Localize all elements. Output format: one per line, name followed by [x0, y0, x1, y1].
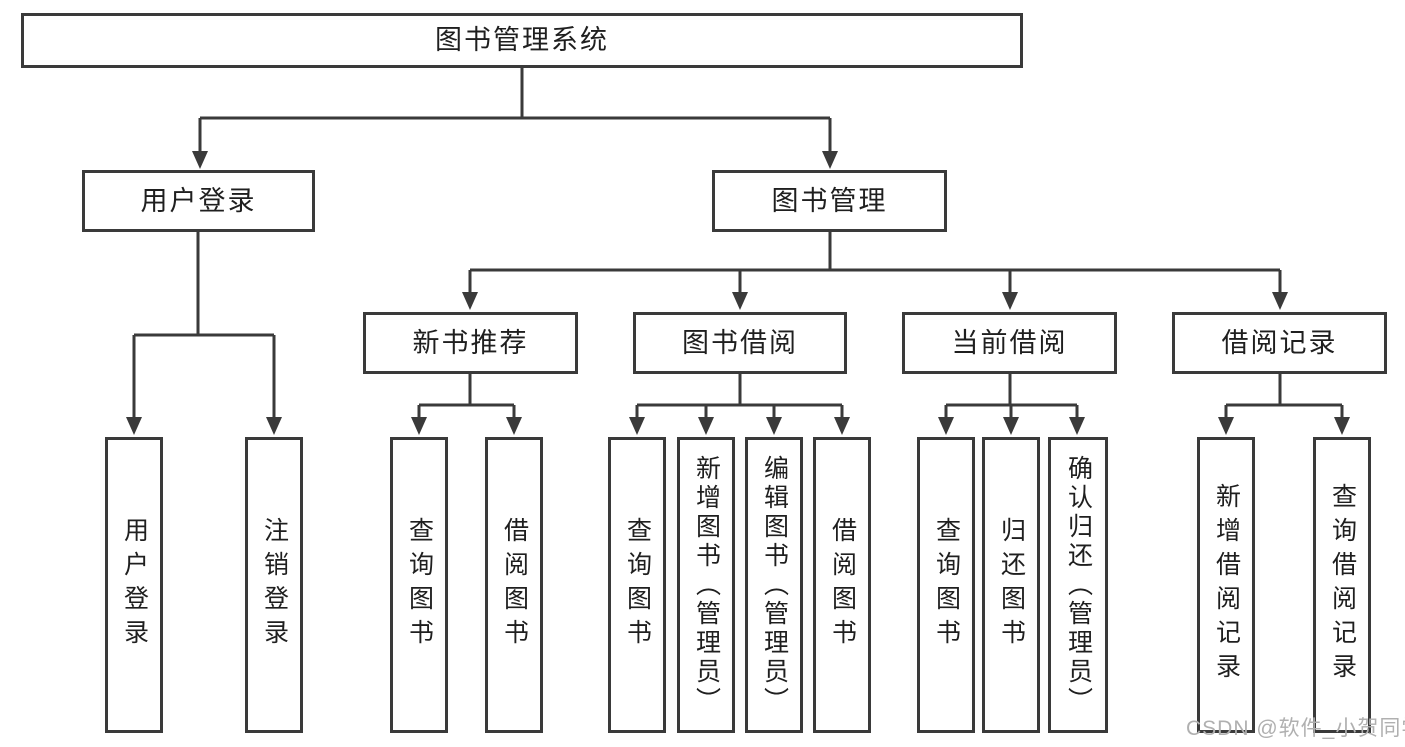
node-label: 新增图书（管理员） — [692, 454, 721, 716]
leaf-query-books-borrow: 查询图书 — [608, 437, 666, 733]
node-label: 查询图书 — [405, 517, 434, 653]
node-label: 查询图书 — [932, 517, 961, 653]
node-label: 图书管理系统 — [435, 25, 609, 55]
node-label: 新增借阅记录 — [1212, 483, 1241, 687]
leaf-borrow-books-recommend: 借阅图书 — [485, 437, 543, 733]
node-label: 用户登录 — [120, 517, 149, 653]
node-label: 图书管理 — [771, 185, 888, 216]
node-book-borrowing: 图书借阅 — [633, 312, 847, 374]
node-label: 借阅图书 — [500, 517, 529, 653]
csdn-watermark: CSDN @软件_小贺同学 — [1186, 717, 1405, 740]
leaf-logout: 注销登录 — [245, 437, 303, 733]
node-current-borrowing: 当前借阅 — [902, 312, 1117, 374]
node-label: 注销登录 — [260, 517, 289, 653]
leaf-add-borrow-record: 新增借阅记录 — [1197, 437, 1255, 733]
node-label: 用户登录 — [140, 185, 257, 216]
node-label: 当前借阅 — [951, 327, 1068, 358]
node-label: 确认归还（管理员） — [1064, 454, 1093, 716]
node-new-book-recommendation: 新书推荐 — [363, 312, 578, 374]
leaf-query-borrow-record: 查询借阅记录 — [1313, 437, 1371, 733]
node-borrowing-records: 借阅记录 — [1172, 312, 1387, 374]
leaf-edit-book-admin: 编辑图书（管理员） — [745, 437, 803, 733]
leaf-return-books: 归还图书 — [982, 437, 1040, 733]
leaf-query-books-recommend: 查询图书 — [390, 437, 448, 733]
leaf-query-books-current: 查询图书 — [917, 437, 975, 733]
node-label: 借阅记录 — [1221, 327, 1338, 358]
node-label: 借阅图书 — [828, 517, 857, 653]
node-library-management-system: 图书管理系统 — [21, 13, 1023, 68]
node-book-management: 图书管理 — [712, 170, 947, 232]
leaf-borrow-books: 借阅图书 — [813, 437, 871, 733]
leaf-confirm-return-admin: 确认归还（管理员） — [1048, 437, 1108, 733]
node-label: 编辑图书（管理员） — [760, 454, 789, 716]
node-label: 归还图书 — [997, 517, 1026, 653]
node-label: 新书推荐 — [412, 327, 529, 358]
leaf-user-login: 用户登录 — [105, 437, 163, 733]
node-user-login: 用户登录 — [82, 170, 315, 232]
leaf-add-book-admin: 新增图书（管理员） — [677, 437, 735, 733]
node-label: 查询图书 — [623, 517, 652, 653]
node-label: 查询借阅记录 — [1328, 483, 1357, 687]
node-label: 图书借阅 — [682, 327, 798, 358]
